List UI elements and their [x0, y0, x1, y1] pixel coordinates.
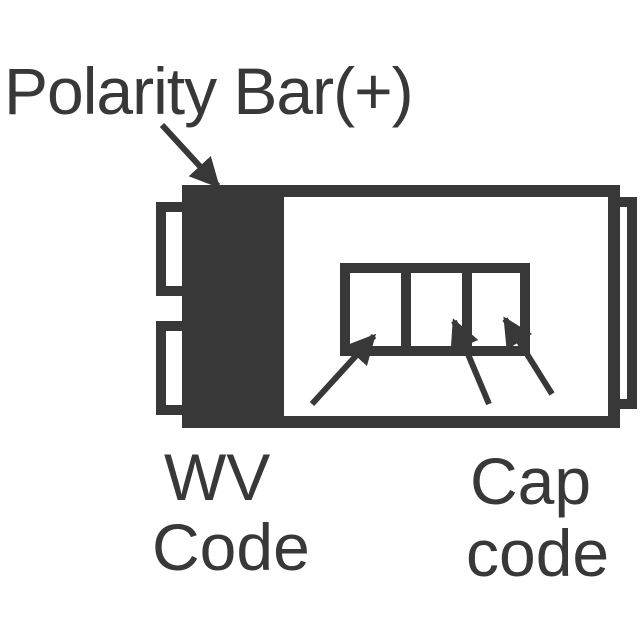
wv-label: WV — [164, 440, 271, 514]
polarity-bar-label: Polarity Bar(+) — [4, 54, 414, 128]
wv-code-label: Code — [152, 510, 310, 584]
polarity-bar — [188, 191, 284, 422]
right-terminal — [609, 197, 637, 409]
cap-code-label: code — [466, 516, 610, 590]
cap-code-arrow-2 — [502, 316, 555, 396]
polarity-arrow — [159, 122, 221, 189]
wv-code-arrow — [309, 333, 377, 407]
cap-code-arrow-1 — [450, 318, 492, 406]
code-box-outline — [340, 263, 530, 356]
left-terminal-bottom — [156, 321, 193, 415]
cap-label: Cap — [470, 444, 592, 518]
left-terminal-top — [156, 202, 193, 296]
